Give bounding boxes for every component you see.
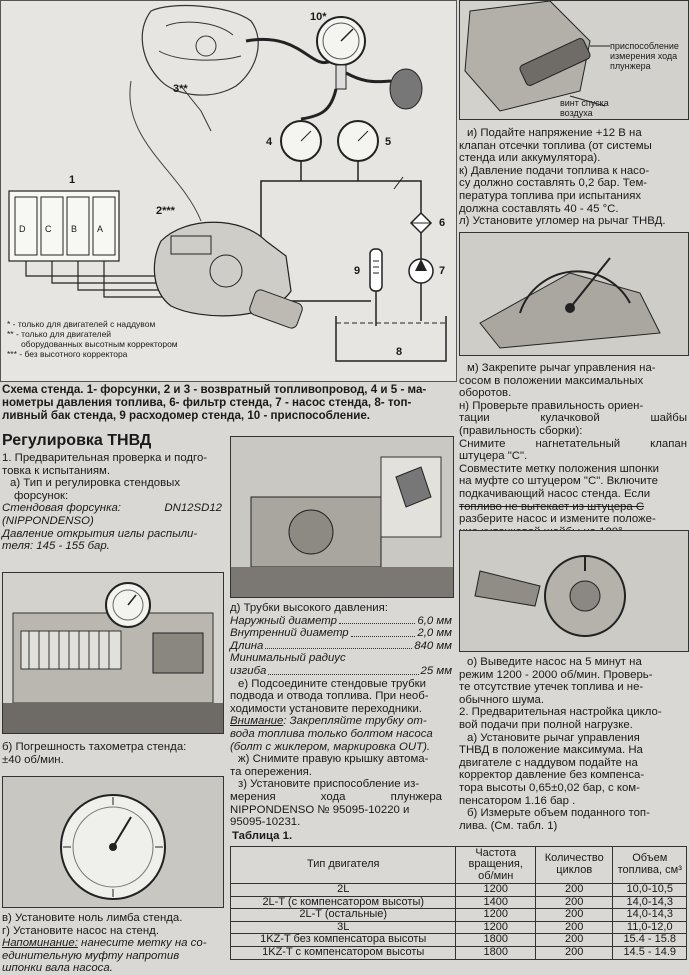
tachometer-error: б) Погрешность тахометра стенда: ±40 об/… (2, 741, 187, 766)
label-10: 10* (310, 11, 327, 23)
label-5: 5 (385, 136, 392, 148)
table-cell: 200 (534, 883, 614, 897)
steps-o-2: о) Выведите насос на 5 минут на режим 12… (459, 656, 662, 832)
table-cell: 1KZ-T с компенсатором высоты (229, 945, 457, 960)
table-cell: 1800 (455, 933, 536, 947)
diagram-legend: * - только для двигателей с наддувом ** … (7, 319, 178, 359)
label-3: 3** (173, 83, 188, 95)
stand-diagram: 10* 3** 4 5 1 2*** 6 9 7 8 D C B A * - т… (0, 0, 457, 382)
table-cell: 3L (229, 920, 457, 935)
label-9: 9 (354, 265, 361, 277)
table-cell: 200 (534, 895, 614, 910)
key-mark-photo (459, 530, 689, 652)
table-cell: 1200 (455, 920, 536, 935)
fuel-delivery-table: Тип двигателя Частота вращения, об/мин К… (229, 846, 687, 960)
label-2: 2*** (156, 205, 175, 217)
protractor-photo (459, 232, 689, 356)
table-cell: 2L-T (остальные) (229, 908, 457, 922)
table-cell: 2L (229, 883, 457, 897)
table-cell: 10,0-10,5 (612, 883, 687, 897)
dial-photo (2, 776, 224, 908)
injector-c: C (45, 224, 52, 234)
table-cell: 2L-T (с компенсатором высоты) (229, 895, 457, 910)
table-cell: 14,0-14,3 (612, 895, 687, 910)
table-cell: 1KZ-T без компенсатора высоты (229, 933, 457, 947)
table-cell: 200 (534, 933, 614, 947)
label-1: 1 (69, 174, 76, 186)
label-7: 7 (439, 265, 446, 277)
tool-callout: приспособление измерения хода плунжера (610, 41, 679, 71)
pump-on-bench-photo (230, 436, 454, 598)
zero-setting: в) Установите ноль лимба стенда. г) Уста… (2, 912, 207, 975)
plunger-tool-photo: приспособление измерения хода плунжера в… (459, 0, 689, 120)
table-cell: 1200 (455, 908, 536, 922)
bleed-screw-callout: винт спуска воздуха (560, 98, 609, 118)
col-cycles: Количество циклов (534, 846, 614, 884)
table-title: Таблица 1. (232, 830, 293, 842)
table-cell: 200 (534, 920, 614, 935)
table-cell: 14,0-14,3 (612, 908, 687, 922)
label-4: 4 (266, 136, 273, 148)
col-volume: Объем топлива, см³ (612, 846, 687, 884)
table-cell: 11,0-12,0 (612, 920, 687, 935)
injector-d: D (19, 224, 26, 234)
steps-i-l: и) Подайте напряжение +12 В на клапан от… (459, 127, 666, 228)
tubes-spec: д) Трубки высокого давления: Наружный ди… (230, 602, 452, 829)
section-title: Регулировка ТНВД (2, 432, 152, 449)
label-8: 8 (396, 346, 403, 358)
table-cell: 200 (534, 945, 614, 960)
table-header-row: Тип двигателя Частота вращения, об/мин К… (229, 846, 687, 884)
table-cell: 15.4 - 15.8 (612, 933, 687, 947)
steps-m-n: м) Закрепите рычаг управления на- сосом … (459, 362, 687, 538)
test-bench-photo (2, 572, 224, 734)
injector-b: B (71, 224, 78, 234)
table-cell: 1800 (455, 945, 536, 960)
table-cell: 1200 (455, 883, 536, 897)
table-cell: 14.5 - 14.9 (612, 945, 687, 960)
injector-a: A (97, 224, 104, 234)
section-intro: 1. Предварительная проверка и подго- тов… (2, 452, 222, 553)
col-rpm: Частота вращения, об/мин (455, 846, 536, 884)
col-engine-type: Тип двигателя (229, 846, 457, 884)
diagram-caption: Схема стенда. 1- форсунки, 2 и 3 - возвр… (2, 383, 427, 422)
table-cell: 1400 (455, 895, 536, 910)
label-6: 6 (439, 217, 446, 229)
table-cell: 200 (534, 908, 614, 922)
